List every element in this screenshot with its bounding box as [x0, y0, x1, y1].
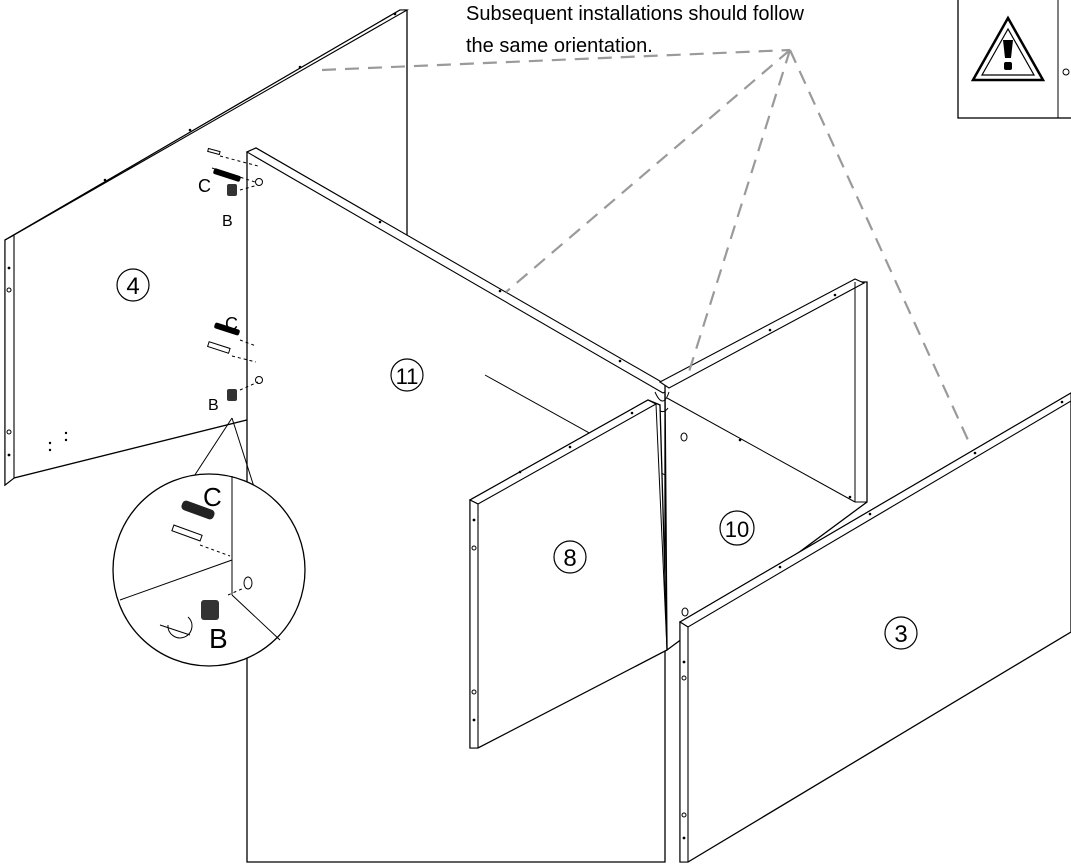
panel-8 — [468, 399, 668, 749]
part-4-number: 4 — [126, 273, 139, 300]
part-8-number: 8 — [563, 545, 576, 572]
part-label-8: 8 — [553, 540, 587, 574]
warning-box — [957, 0, 1071, 119]
detail-magnifier — [112, 473, 306, 667]
label-c-detail: C — [203, 482, 222, 512]
label-b-detail: B — [209, 623, 228, 654]
upper-fittings — [207, 147, 259, 196]
label-b-lower: B — [208, 397, 219, 414]
panel-3 — [678, 392, 1071, 863]
lower-fittings — [206, 322, 259, 401]
part-10-number: 10 — [725, 517, 749, 542]
note-line-1: Subsequent installations should follow — [466, 3, 805, 25]
part-11-number: 11 — [396, 364, 419, 389]
label-b-upper: B — [222, 213, 233, 230]
panel-10 — [654, 278, 868, 652]
part-label-4: 4 — [116, 268, 150, 302]
part-label-10: 10 — [719, 510, 755, 546]
part-3-number: 3 — [894, 621, 907, 648]
part-label-3: 3 — [884, 616, 918, 650]
warning-triangle-icon — [970, 15, 1046, 82]
label-c-lower: C — [225, 314, 238, 334]
orientation-guide-lines — [321, 48, 970, 441]
part-label-11: 11 — [390, 358, 424, 392]
note-line-2: the same orientation. — [466, 35, 653, 57]
label-c-upper: C — [198, 176, 211, 196]
detail-leader-right — [231, 417, 256, 491]
